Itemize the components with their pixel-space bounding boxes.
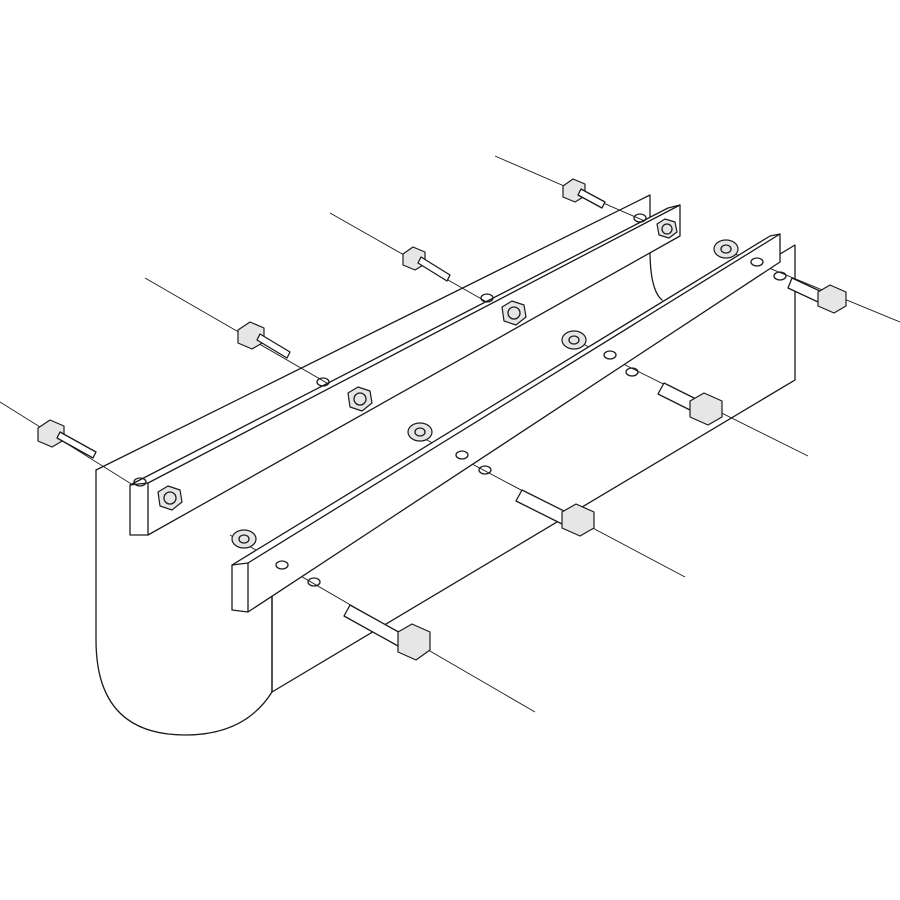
nut [501, 300, 527, 326]
bolt [37, 419, 97, 459]
washer [561, 330, 587, 350]
nut [347, 386, 373, 412]
bolt [343, 604, 431, 661]
flange-bar-right [231, 233, 781, 613]
bolt [657, 382, 723, 426]
washers-right [231, 239, 739, 549]
washer [407, 422, 433, 442]
nut [157, 485, 183, 511]
washer [713, 239, 739, 259]
nuts-left [157, 218, 678, 511]
bolt [562, 178, 606, 209]
washer [231, 529, 257, 549]
bolts-back [37, 178, 606, 459]
bolt [515, 489, 595, 537]
bolt [787, 277, 847, 314]
nut [656, 218, 678, 239]
bolt [237, 321, 291, 359]
bolt [402, 246, 451, 282]
bolts-front [343, 277, 847, 661]
bolt-holes [133, 213, 787, 587]
